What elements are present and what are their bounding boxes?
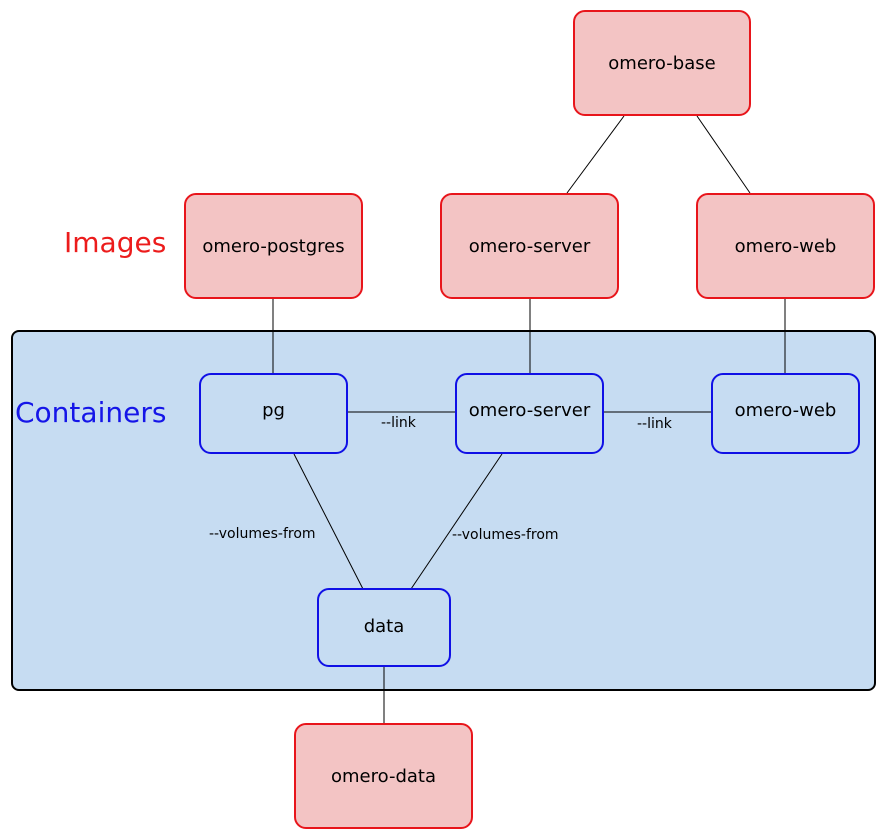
edge-pg-volumes-data [293,453,364,590]
volumes-from-label-server: --volumes-from [452,527,559,543]
container-omero-server[interactable]: omero-server [455,373,604,454]
container-omero-web[interactable]: omero-web [711,373,860,454]
image-omero-server[interactable]: omero-server [440,193,619,299]
image-omero-web[interactable]: omero-web [696,193,875,299]
container-pg[interactable]: pg [199,373,348,454]
edge-base-to-server [566,115,625,194]
link-label-server-web: --link [637,416,672,432]
edge-server-volumes-data [410,453,503,590]
link-label-pg-server: --link [381,415,416,431]
containers-section-label: Containers [15,396,167,429]
image-omero-base[interactable]: omero-base [573,10,751,116]
volumes-from-label-pg: --volumes-from [209,526,316,542]
edge-base-to-web [696,115,751,194]
container-data[interactable]: data [317,588,451,667]
image-omero-data[interactable]: omero-data [294,723,473,829]
image-omero-postgres[interactable]: omero-postgres [184,193,363,299]
images-section-label: Images [64,226,167,259]
